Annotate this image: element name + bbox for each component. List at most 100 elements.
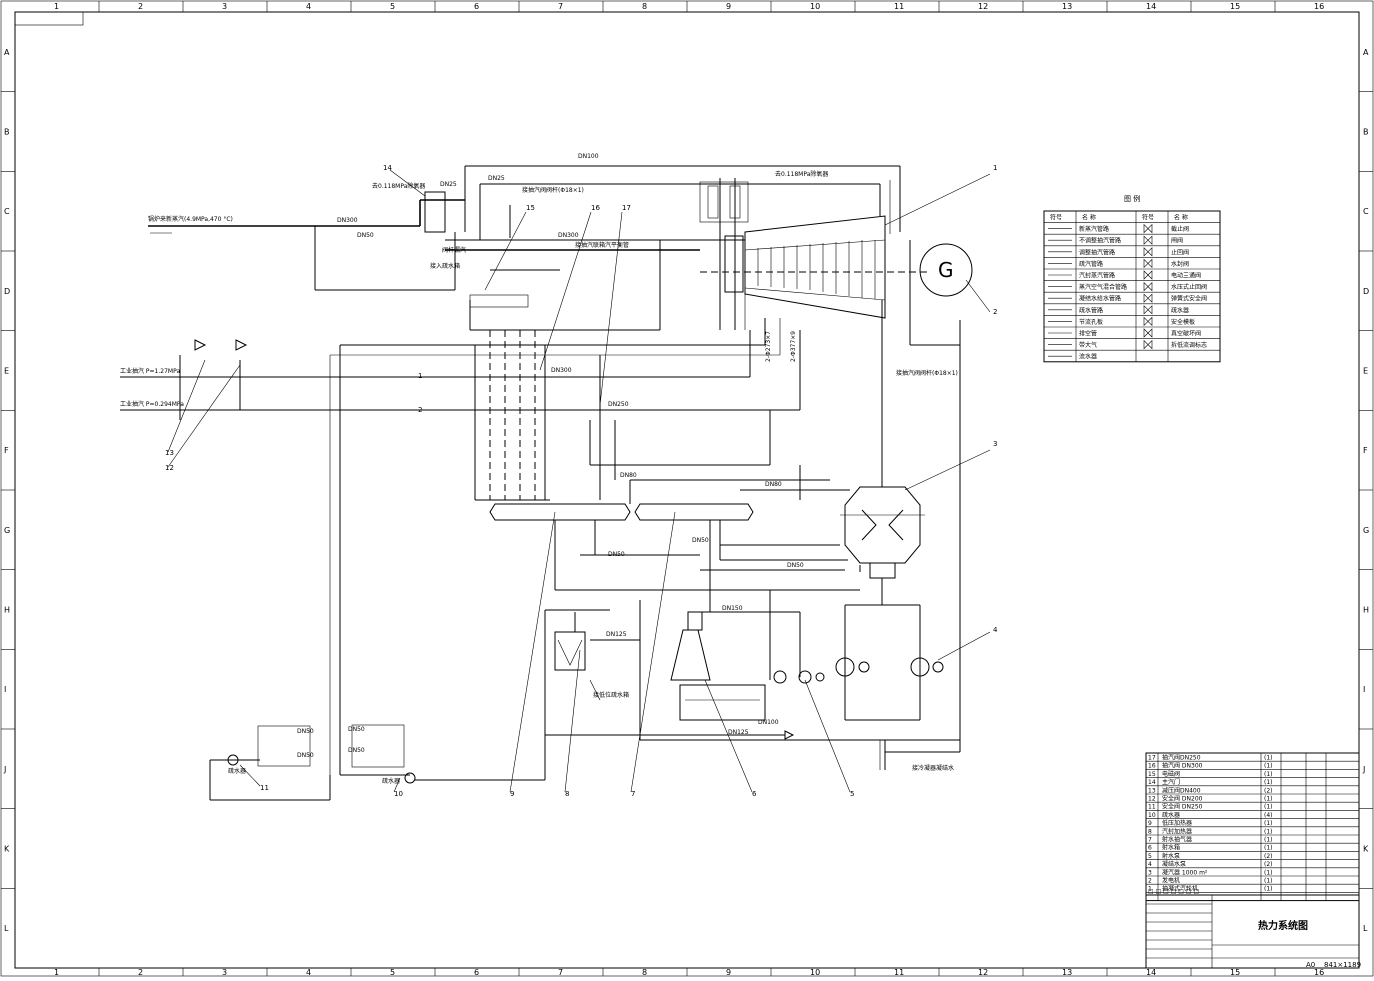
column-label: 1	[54, 2, 59, 11]
dn300-b: DN300	[558, 232, 579, 239]
pipe-1: 1	[418, 372, 422, 380]
column-label: 13	[1062, 968, 1072, 977]
column-label: 2	[138, 2, 143, 11]
row-label: B	[1363, 128, 1369, 137]
legend-name: 水压式止回阀	[1171, 283, 1207, 291]
row-label: J	[3, 765, 6, 774]
part-no: 10	[1148, 812, 1156, 819]
legend-name: 新蒸汽管路	[1079, 225, 1109, 233]
column-label: 9	[726, 2, 731, 11]
drain-out-label: 接入疏水箱	[430, 262, 460, 270]
legend-name: 安全模板	[1171, 318, 1195, 326]
part-qty: (2)	[1264, 853, 1273, 860]
dn50-d: DN50	[297, 728, 314, 735]
part-qty: (1)	[1264, 886, 1273, 893]
part-qty: (1)	[1264, 796, 1273, 803]
legend-name: 真空破坏阀	[1171, 330, 1201, 338]
part-qty: (1)	[1264, 771, 1273, 778]
legend-name: 节流孔板	[1079, 318, 1103, 326]
part-no: 11	[1148, 804, 1156, 811]
row-label: K	[1363, 845, 1369, 854]
part-no: 13	[1148, 787, 1156, 794]
callout-10: 10	[394, 790, 403, 798]
row-label: A	[1363, 48, 1369, 57]
callout-17: 17	[622, 204, 631, 212]
column-label: 9	[726, 968, 731, 977]
labels: 锅炉来新蒸汽(4.9MPa,470 °C) 工业抽汽 P=1.27MPa 工业抽…	[120, 153, 958, 785]
dn25-b: DN25	[488, 175, 505, 182]
legend-name: 止回阀	[1171, 248, 1189, 256]
column-label: 7	[558, 2, 563, 11]
row-label: C	[4, 207, 10, 216]
part-no: 2	[1148, 878, 1152, 885]
gland-leak-2-label: 接抽汽阀阀杆(Φ18×1)	[896, 369, 958, 377]
part-qty: (1)	[1264, 804, 1273, 811]
part-qty: (1)	[1264, 837, 1273, 844]
callout-15: 15	[526, 204, 535, 212]
column-label: 6	[474, 968, 479, 977]
row-label: C	[1363, 207, 1369, 216]
callout-4: 4	[993, 626, 998, 634]
column-label: 5	[390, 968, 395, 977]
callout-8: 8	[565, 790, 569, 798]
legend-name: 流水器	[1079, 353, 1097, 361]
legend-name: 截止阀	[1171, 225, 1189, 233]
dn125-a: DN125	[606, 631, 627, 638]
row-label: H	[1363, 606, 1369, 615]
column-label: 11	[894, 968, 904, 977]
column-label: 14	[1146, 968, 1156, 977]
column-label: 12	[978, 968, 988, 977]
part-name: 凝汽器 1000 m²	[1162, 868, 1208, 876]
dn125-b: DN125	[728, 729, 749, 736]
part-no: 8	[1148, 828, 1152, 835]
dn50-g: DN50	[348, 747, 365, 754]
part-name: 射水箱	[1162, 844, 1180, 852]
part-name: 安全阀 DN250	[1162, 803, 1203, 811]
steam-piping	[148, 165, 961, 752]
row-label: L	[1363, 924, 1368, 933]
part-no: 1	[1148, 886, 1152, 893]
column-label: 16	[1314, 2, 1324, 11]
row-label: F	[1363, 446, 1368, 455]
part-no: 17	[1148, 755, 1156, 762]
part-qty: (1)	[1264, 763, 1273, 770]
callout-11: 11	[260, 784, 269, 792]
to-dn300-label: 接抽汽联箱汽平衡管	[575, 241, 629, 249]
legend-name: 不调整抽汽管路	[1079, 237, 1121, 245]
part-qty: (4)	[1264, 812, 1273, 819]
column-label: 10	[810, 2, 820, 11]
dn50-c: DN50	[787, 562, 804, 569]
row-label: G	[1363, 526, 1369, 535]
dn300-c: DN300	[551, 367, 572, 374]
callout-12: 12	[165, 464, 174, 472]
gland-leak-label: 接抽汽阀阀杆(Φ18×1)	[522, 186, 584, 194]
part-name: 疏水器	[1162, 811, 1180, 819]
column-label: 2	[138, 968, 143, 977]
part-no: 14	[1148, 779, 1156, 786]
part-no: 7	[1148, 837, 1152, 844]
part-name: 减压阀DN400	[1162, 786, 1201, 794]
row-label: B	[4, 128, 10, 137]
row-label: E	[1363, 367, 1368, 376]
legend-header: 符号	[1050, 214, 1062, 222]
legend-title: 图 例	[1124, 194, 1140, 203]
sheet-dims: 841×1189	[1324, 961, 1361, 969]
drainer-11-label: 疏水器	[228, 767, 246, 775]
condensate-pumps	[835, 657, 944, 721]
svg-text:G: G	[938, 258, 954, 282]
dn50-f: DN50	[348, 726, 365, 733]
spec-2: 2-Φ377×9	[790, 331, 797, 362]
dn50-b: DN50	[608, 551, 625, 558]
row-label: G	[4, 526, 10, 535]
legend-name: 排空管	[1079, 330, 1097, 338]
column-label: 4	[306, 2, 311, 11]
part-name: 射水泵	[1162, 852, 1180, 860]
part-no: 3	[1148, 869, 1152, 876]
row-label: E	[4, 367, 9, 376]
top-drain	[594, 520, 721, 612]
part-qty: (1)	[1264, 779, 1273, 786]
callout-16: 16	[591, 204, 600, 212]
column-label: 15	[1230, 2, 1240, 11]
